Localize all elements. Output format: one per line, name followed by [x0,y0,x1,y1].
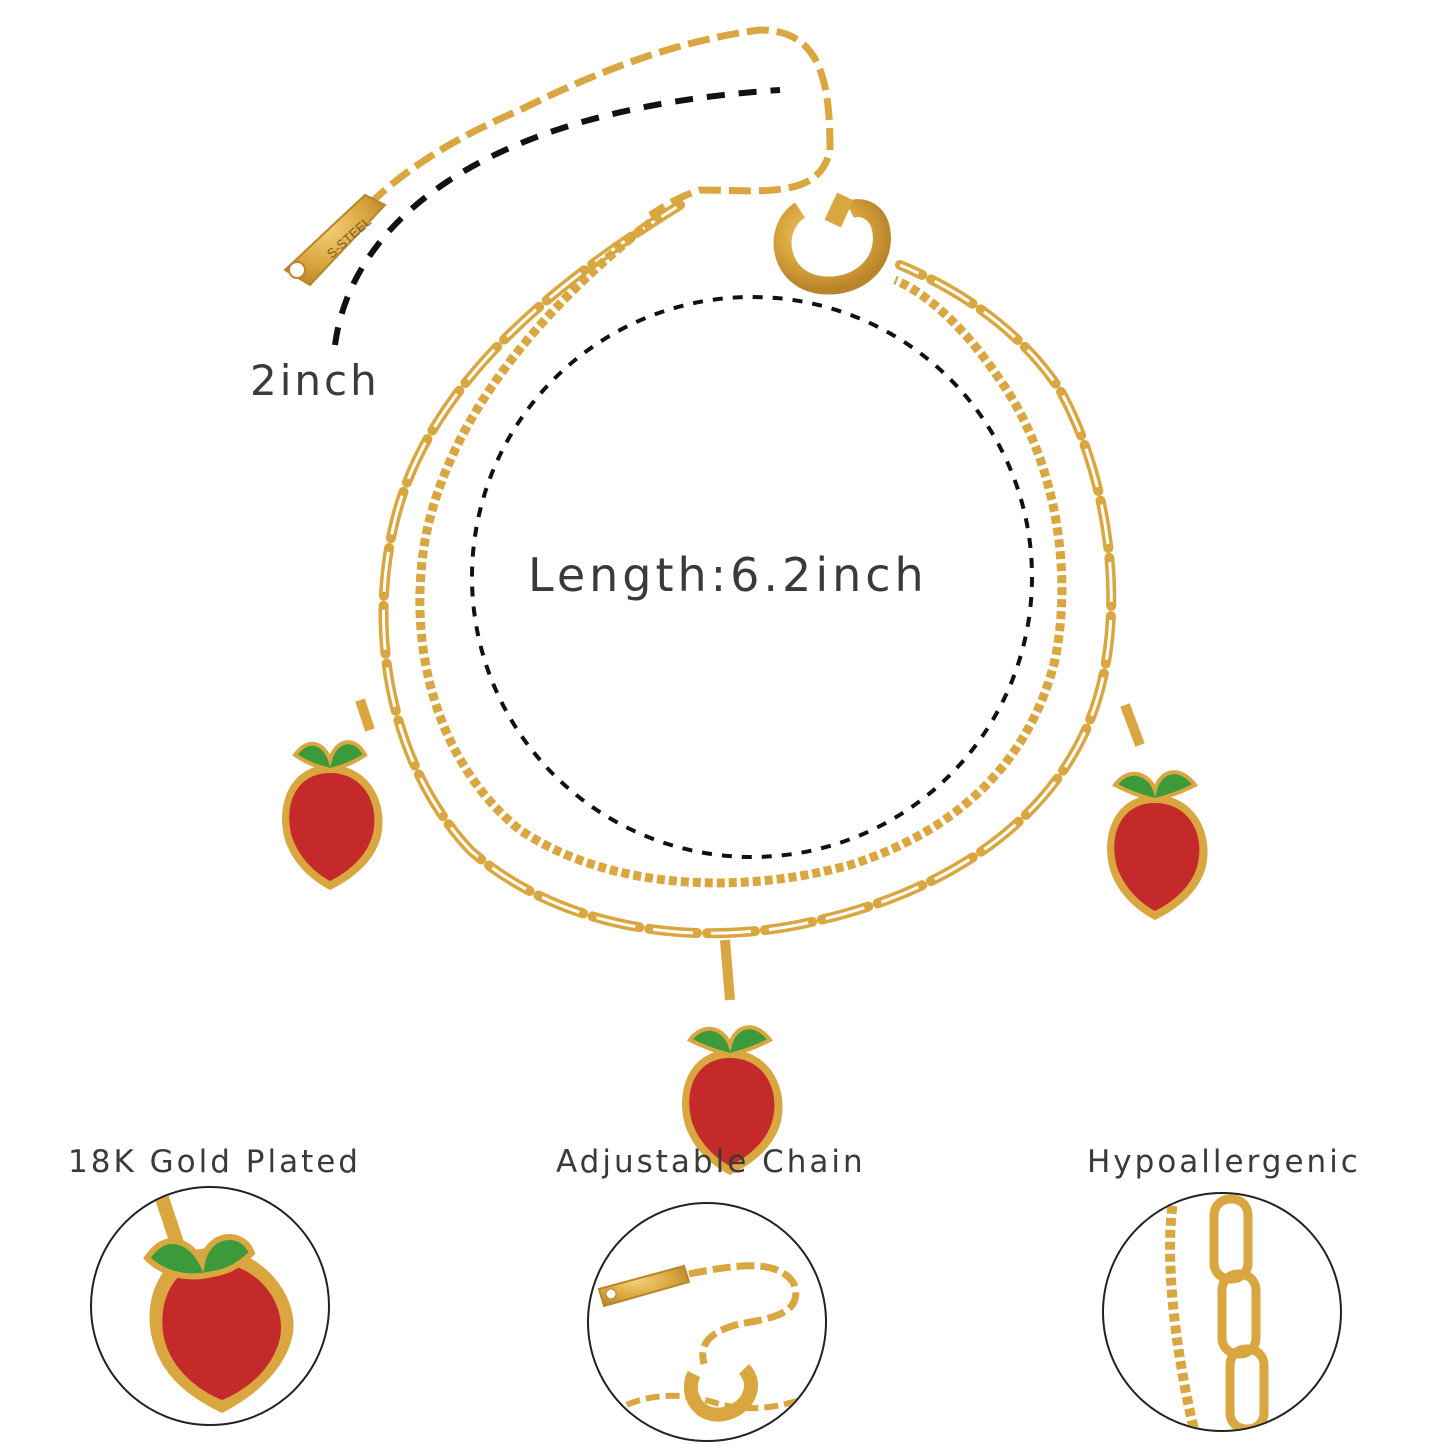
chain-links-closeup-icon [1102,1192,1342,1432]
extender-clasp-closeup-icon [587,1202,827,1442]
strawberry-charm-left [282,698,383,890]
length-measure-circle [470,295,1034,859]
lobster-clasp [773,192,891,295]
strawberry-charm-closeup-icon [90,1186,330,1426]
extender-length-label: 2inch [250,356,380,405]
bracelet-length-label: Length:6.2inch [528,548,928,602]
strawberry-charm-center [682,939,783,1175]
paperclip-chain [378,200,1117,939]
extender-measure-arc [332,87,781,346]
feature-label-adjustable-chain: Adjustable Chain [556,1144,866,1180]
feature-label-gold-plated: 18K Gold Plated [68,1144,361,1180]
strawberry-charm-right [1107,703,1208,920]
feature-label-hypoallergenic: Hypoallergenic [1087,1144,1361,1180]
extender-chain [327,26,834,253]
curb-chain [415,211,1067,888]
steel-tag: S-STEEL [283,193,387,287]
